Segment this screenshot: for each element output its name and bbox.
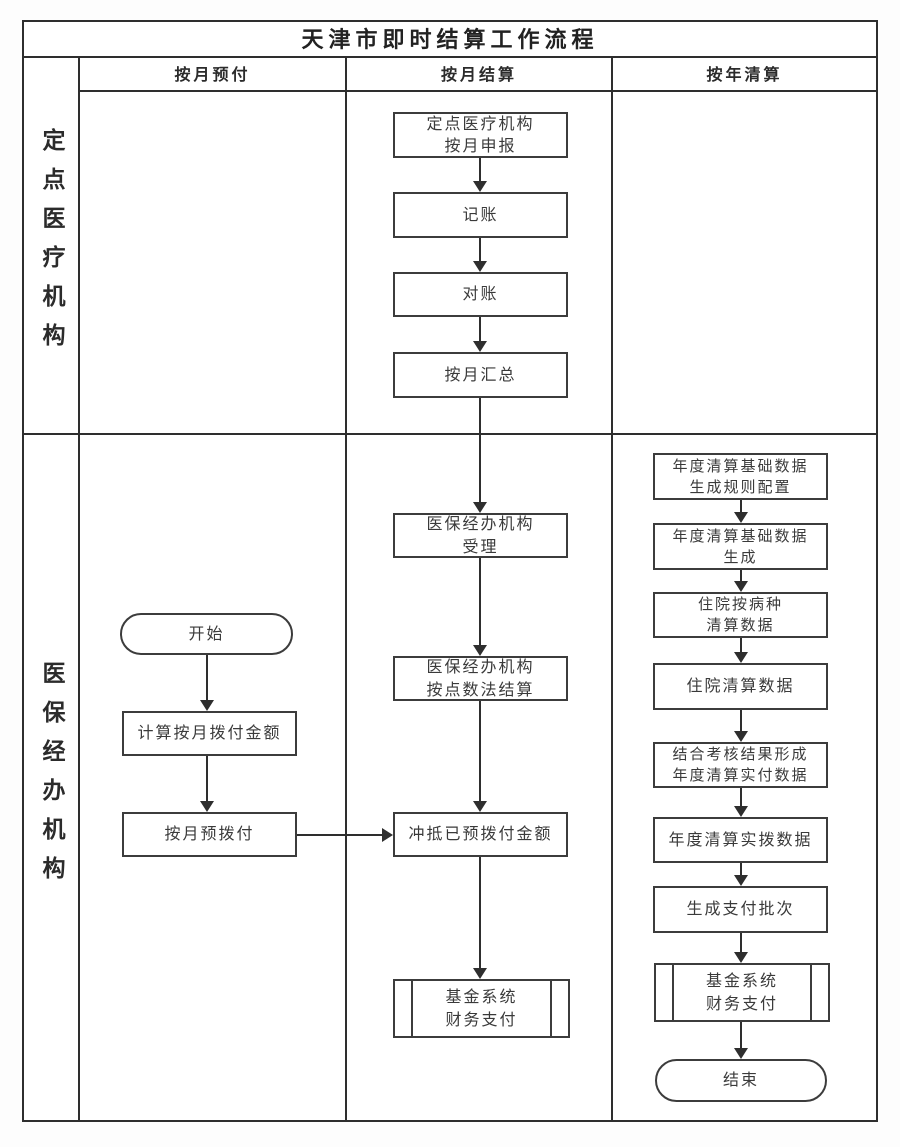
node-label: 受理: [462, 536, 499, 556]
node-monthly-summary: 按月汇总: [393, 352, 568, 398]
arrow-declare-to-bookkeeping: [473, 158, 487, 192]
node-offset-prepaid: 冲抵已预拨付金额: [393, 812, 568, 857]
node-label: 按月汇总: [444, 364, 517, 384]
row-label-designated-medical-institution: 定点医疗机构: [38, 127, 65, 362]
arrow-reconcile-to-summary: [473, 317, 487, 352]
node-label: 开始: [188, 623, 225, 643]
node-agency-point-settle: 医保经办机构 按点数法结算: [393, 656, 568, 701]
arrow-summary-to-accept: [473, 398, 487, 513]
node-label: 生成规则配置: [689, 477, 792, 496]
column-header-annual-clearing: 按年清算: [706, 65, 783, 84]
node-fund-pay-monthly: 基金系统 财务支付: [393, 979, 570, 1038]
column-header-monthly-settle: 按月结算: [440, 65, 517, 84]
node-label: 按点数法结算: [426, 679, 535, 699]
arrow-prepay-to-offset: [297, 828, 393, 842]
arrow-rule-to-gen: [734, 500, 748, 523]
node-label: 清算数据: [706, 616, 775, 634]
node-label: 年度清算基础数据: [672, 456, 809, 475]
arrow-start-to-calc: [200, 655, 214, 711]
arrow-disease-to-clearing: [734, 638, 748, 663]
node-label: 记账: [462, 204, 499, 224]
node-inpatient-disease: 住院按病种 清算数据: [653, 592, 828, 638]
node-label: 基金系统: [445, 987, 518, 1007]
node-label: 基金系统: [705, 971, 778, 991]
node-label: 年度清算基础数据: [672, 526, 809, 545]
node-calc-monthly-amount: 计算按月拨付金额: [122, 711, 297, 756]
node-label: 按月申报: [444, 136, 517, 155]
node-fund-pay-annual: 基金系统 财务支付: [654, 963, 830, 1022]
column-divider-1: [345, 56, 347, 1120]
arrow-alloc-to-batch: [734, 863, 748, 886]
node-label: 医保经办机构: [426, 657, 535, 677]
title-row-divider: [24, 56, 876, 58]
arrow-calc-to-prepay: [200, 756, 214, 812]
arrow-assess-to-alloc: [734, 788, 748, 817]
arrow-accept-to-point-settle: [473, 558, 487, 656]
node-label: 年度清算实拨数据: [668, 829, 813, 849]
node-monthly-declare: 定点医疗机构 按月申报: [393, 112, 568, 158]
row-label-medical-insurance-agency: 医保经办机构: [38, 660, 65, 895]
header-row-divider: [78, 90, 876, 92]
node-label: 定点医疗机构: [426, 113, 535, 133]
column-divider-2: [611, 56, 613, 1120]
arrow-clearing-to-assess: [734, 710, 748, 742]
node-gen-pay-batch: 生成支付批次: [653, 886, 828, 933]
node-label: 财务支付: [445, 1009, 518, 1029]
node-agency-accept: 医保经办机构 受理: [393, 513, 568, 558]
node-annual-actual-alloc: 年度清算实拨数据: [653, 817, 828, 863]
node-end: 结束: [655, 1059, 827, 1102]
node-assess-actual-pay: 结合考核结果形成 年度清算实付数据: [653, 742, 828, 788]
node-label: 冲抵已预拨付金额: [408, 824, 553, 844]
node-label: 住院按病种: [697, 595, 783, 613]
arrow-point-settle-to-offset: [473, 701, 487, 812]
table-outer-border: [22, 20, 878, 1122]
node-annual-base-rule: 年度清算基础数据 生成规则配置: [653, 453, 828, 500]
swimlane-row-divider: [24, 433, 876, 435]
node-label: 年度清算实付数据: [672, 766, 809, 784]
node-label: 医保经办机构: [426, 514, 535, 534]
node-label: 财务支付: [705, 993, 778, 1013]
arrow-bookkeeping-to-reconcile: [473, 238, 487, 272]
arrow-fund-pay-to-end: [734, 1022, 748, 1059]
column-header-monthly-prepay: 按月预付: [174, 65, 251, 84]
node-label: 计算按月拨付金额: [137, 723, 282, 743]
node-label: 结合考核结果形成: [672, 745, 809, 763]
node-label: 对账: [462, 284, 499, 304]
arrow-gen-to-disease: [734, 570, 748, 592]
node-inpatient-clearing: 住院清算数据: [653, 663, 828, 710]
page-title: 天津市即时结算工作流程: [301, 27, 599, 53]
node-label: 按月预拨付: [164, 824, 255, 844]
node-label: 生成支付批次: [686, 899, 795, 919]
arrow-batch-to-fund-pay: [734, 933, 748, 963]
node-start: 开始: [120, 613, 293, 655]
arrow-offset-to-fund-pay: [473, 857, 487, 979]
node-monthly-prepay: 按月预拨付: [122, 812, 297, 857]
node-annual-base-gen: 年度清算基础数据 生成: [653, 523, 828, 570]
node-label: 结束: [722, 1070, 759, 1090]
node-reconcile: 对账: [393, 272, 568, 317]
node-label: 生成: [723, 547, 758, 566]
row-label-column-divider: [78, 56, 80, 1120]
node-bookkeeping: 记账: [393, 192, 568, 238]
node-label: 住院清算数据: [686, 676, 795, 696]
